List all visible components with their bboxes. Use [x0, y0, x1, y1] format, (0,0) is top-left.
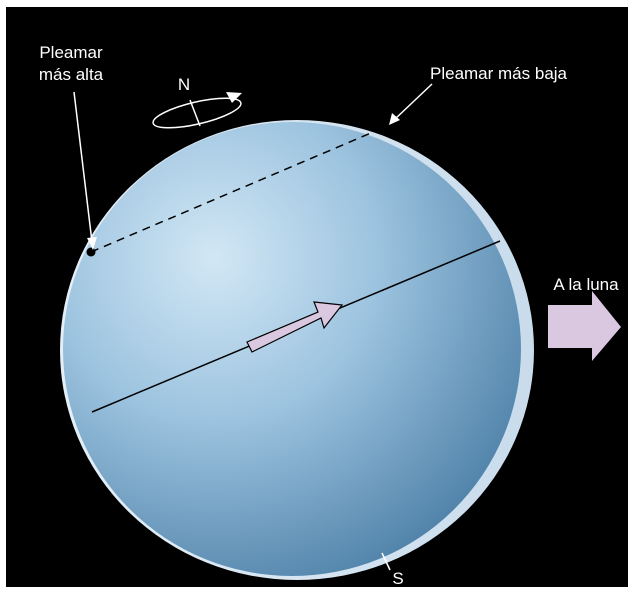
north-label: N	[178, 75, 190, 94]
to-moon-label: A la luna	[553, 275, 619, 294]
lowest-tide-label: Pleamar más baja	[430, 64, 568, 83]
earth-globe	[63, 122, 521, 576]
highest-tide-label-line1: Pleamar	[39, 43, 103, 62]
highest-tide-label-line2: más alta	[39, 65, 104, 84]
highest-tide-point	[87, 248, 96, 257]
lowest-tide-point	[381, 123, 390, 132]
south-label: S	[392, 569, 403, 588]
